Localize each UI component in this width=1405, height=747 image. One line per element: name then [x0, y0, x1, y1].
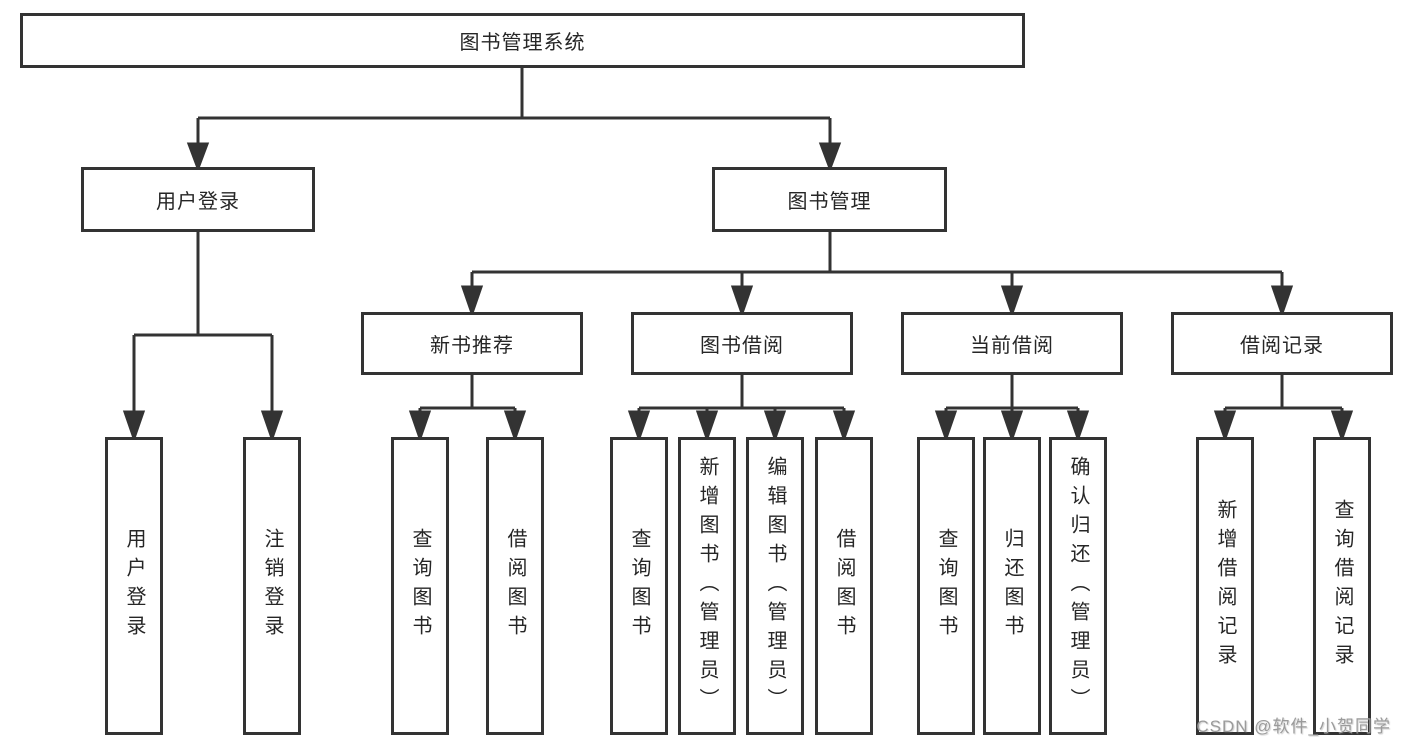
- leaf-confirm-return-admin: 确认归还（管理员）: [1049, 437, 1107, 735]
- node-current-borrow: 当前借阅: [901, 312, 1123, 375]
- leaf-query-borrow-record: 查询借阅记录: [1313, 437, 1371, 735]
- leaf-current-query-book-label: 查询图书: [935, 528, 957, 644]
- leaf-recommend-borrow-book-label: 借阅图书: [504, 528, 526, 644]
- leaf-add-borrow-record-label: 新增借阅记录: [1214, 499, 1236, 673]
- node-user-login: 用户登录: [81, 167, 315, 232]
- node-new-book-recommend: 新书推荐: [361, 312, 583, 375]
- leaf-return-book-label: 归还图书: [1001, 528, 1023, 644]
- node-borrow-record: 借阅记录: [1171, 312, 1393, 375]
- node-borrow-record-label: 借阅记录: [1240, 335, 1324, 357]
- node-new-book-recommend-label: 新书推荐: [430, 335, 514, 357]
- node-root-system: 图书管理系统: [20, 13, 1025, 68]
- node-user-login-label: 用户登录: [156, 191, 240, 213]
- node-book-borrow: 图书借阅: [631, 312, 853, 375]
- leaf-borrow-query-book-label: 查询图书: [628, 528, 650, 644]
- leaf-edit-book-admin: 编辑图书（管理员）: [746, 437, 804, 735]
- node-book-management: 图书管理: [712, 167, 947, 232]
- leaf-add-borrow-record: 新增借阅记录: [1196, 437, 1254, 735]
- leaf-recommend-borrow-book: 借阅图书: [486, 437, 544, 735]
- leaf-edit-book-admin-label: 编辑图书（管理员）: [764, 455, 786, 717]
- leaf-confirm-return-admin-label: 确认归还（管理员）: [1067, 455, 1089, 717]
- leaf-return-book: 归还图书: [983, 437, 1041, 735]
- node-book-borrow-label: 图书借阅: [700, 335, 784, 357]
- node-root-label: 图书管理系统: [459, 32, 586, 54]
- leaf-user-login-label: 用户登录: [123, 528, 145, 644]
- leaf-recommend-query-book: 查询图书: [391, 437, 449, 735]
- leaf-borrow-query-book: 查询图书: [610, 437, 668, 735]
- leaf-logout-label: 注销登录: [261, 528, 283, 644]
- leaf-recommend-query-book-label: 查询图书: [409, 528, 431, 644]
- leaf-query-borrow-record-label: 查询借阅记录: [1331, 499, 1353, 673]
- leaf-add-book-admin: 新增图书（管理员）: [678, 437, 736, 735]
- node-book-management-label: 图书管理: [787, 191, 872, 213]
- node-current-borrow-label: 当前借阅: [970, 335, 1054, 357]
- leaf-borrow-book: 借阅图书: [815, 437, 873, 735]
- leaf-borrow-book-label: 借阅图书: [833, 528, 855, 644]
- leaf-logout: 注销登录: [243, 437, 301, 735]
- leaf-current-query-book: 查询图书: [917, 437, 975, 735]
- watermark: CSDN @软件_小贺同学: [1196, 717, 1391, 736]
- leaf-add-book-admin-label: 新增图书（管理员）: [696, 455, 718, 717]
- leaf-user-login: 用户登录: [105, 437, 163, 735]
